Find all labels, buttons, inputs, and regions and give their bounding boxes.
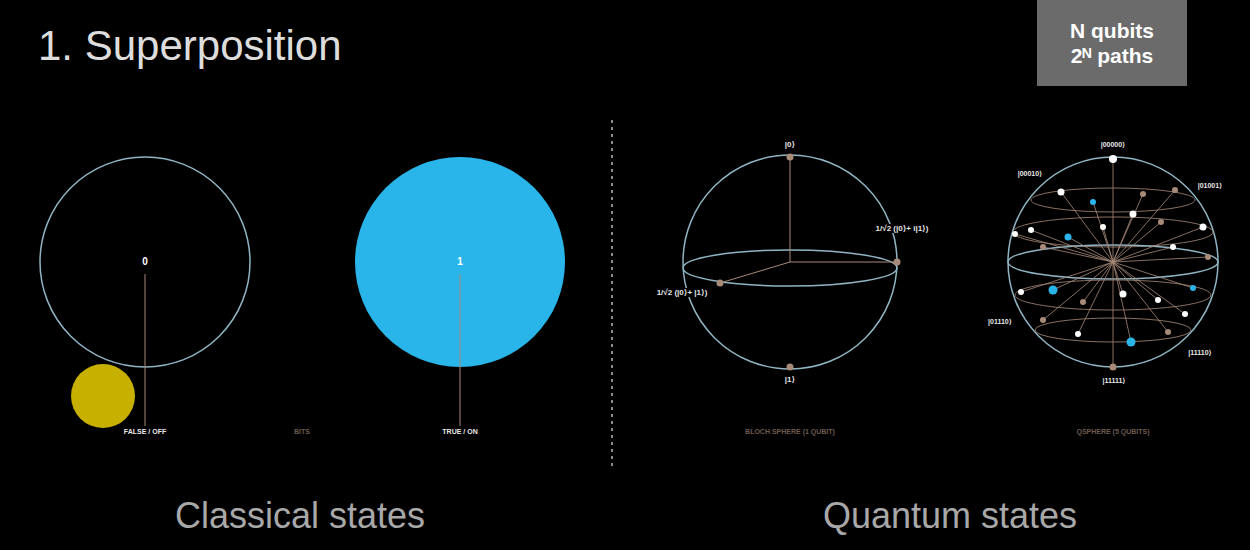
qsphere-spoke (1113, 227, 1203, 262)
qsphere-state-dot (1109, 155, 1117, 163)
ket-label: 1/√2 (|0⟩+ |1⟩) (656, 288, 709, 297)
section-caption: Classical states (174, 495, 426, 536)
qsphere-state-dot (1170, 244, 1176, 250)
qsphere-state-dot (1040, 244, 1046, 250)
group-label: QSPHERE (5 QUBITS) (1075, 428, 1150, 436)
qsphere-spoke (1113, 262, 1185, 314)
divider (611, 120, 613, 468)
qsphere-state-dot (1110, 364, 1117, 371)
bit-circle: 0 (40, 157, 250, 367)
qsphere-spoke (1113, 247, 1173, 262)
qsphere (1008, 155, 1218, 371)
qsphere-spoke (1078, 262, 1113, 334)
qsphere-state-dot (1058, 189, 1065, 196)
ket-label: |01001⟩ (1197, 182, 1224, 190)
qsphere-state-dot (1120, 291, 1127, 298)
qsphere-spoke (1113, 262, 1193, 288)
qsphere-spoke (1113, 159, 1114, 262)
qsphere-state-dot (1172, 187, 1178, 193)
qsphere-spoke (1015, 234, 1113, 262)
qsphere-state-dot (1075, 331, 1081, 337)
qsphere-spoke (1083, 262, 1113, 302)
state-label: FALSE / OFF (123, 428, 167, 436)
qsphere-state-dot (1065, 234, 1072, 241)
ket-label: |01110⟩ (987, 318, 1013, 326)
qsphere-state-dot (1200, 224, 1207, 231)
qsphere-spoke (1113, 190, 1175, 262)
qsphere-state-dot (1100, 224, 1106, 230)
qsphere-state-dot (1090, 199, 1096, 205)
qsphere-spoke (1103, 227, 1113, 262)
qsphere-state-dot (1012, 231, 1018, 237)
qsphere-spoke (1021, 262, 1113, 292)
qsphere-state-dot (1040, 317, 1046, 323)
ket-label: |11110⟩ (1187, 349, 1212, 357)
node-text: 2ᴺ paths (1071, 43, 1154, 68)
qsphere-spoke (1113, 214, 1133, 262)
ket-label: |00010⟩ (1017, 170, 1044, 178)
ket-label: |1⟩ (784, 375, 796, 384)
qsphere-state-dot (1140, 191, 1146, 197)
qsphere-state-dot (1130, 211, 1137, 218)
qsphere-spoke (1113, 262, 1158, 300)
ket-label: |0⟩ (784, 140, 796, 149)
qsphere-state-dot (1018, 289, 1024, 295)
state-label: TRUE / ON (441, 428, 478, 436)
qsphere-spoke (1053, 262, 1113, 290)
bloch-sphere (683, 154, 901, 371)
qsphere-spoke (1031, 230, 1113, 262)
qsphere-state-dot (1205, 254, 1211, 260)
leader-line (145, 274, 146, 426)
yellow-dot (71, 364, 135, 428)
qsphere-state-dot (1190, 285, 1196, 291)
section-caption: Quantum states (822, 495, 1078, 536)
qsphere-spoke (1113, 262, 1114, 367)
title: 1. Superposition (38, 22, 342, 70)
node-text: 0 (142, 257, 148, 267)
qsphere-spoke (1113, 257, 1208, 262)
info-box: N qubits2ᴺ paths (1037, 0, 1187, 86)
qsphere-state-dot (1049, 286, 1058, 295)
leader-line (460, 274, 461, 426)
qsphere-spoke (1113, 262, 1168, 332)
ket-label: |11111⟩ (1101, 377, 1126, 385)
qsphere-state-dot (1182, 311, 1188, 317)
qsphere-spoke (1113, 262, 1123, 294)
group-label: BLOCH SPHERE (1 QUBIT) (744, 428, 836, 436)
node-text: 1 (457, 257, 463, 267)
qsphere-state-dot (1080, 299, 1086, 305)
bit-circle: 1 (355, 157, 565, 367)
qsphere-spoke (1043, 262, 1113, 320)
qsphere-spoke (1068, 237, 1113, 262)
ket-label: 1/√2 (|0⟩+ i|1⟩) (875, 224, 930, 233)
ket-label: |00000⟩ (1100, 141, 1127, 149)
qsphere-state-dot (1155, 297, 1161, 303)
qsphere-state-dot (1165, 329, 1171, 335)
qsphere-spoke (1043, 247, 1113, 262)
qsphere-state-dot (1158, 219, 1164, 225)
qsphere-state-dot (1028, 227, 1034, 233)
group-label: BITS (293, 428, 311, 436)
qsphere-state-dot (1127, 338, 1136, 347)
node-text: N qubits (1070, 18, 1154, 43)
